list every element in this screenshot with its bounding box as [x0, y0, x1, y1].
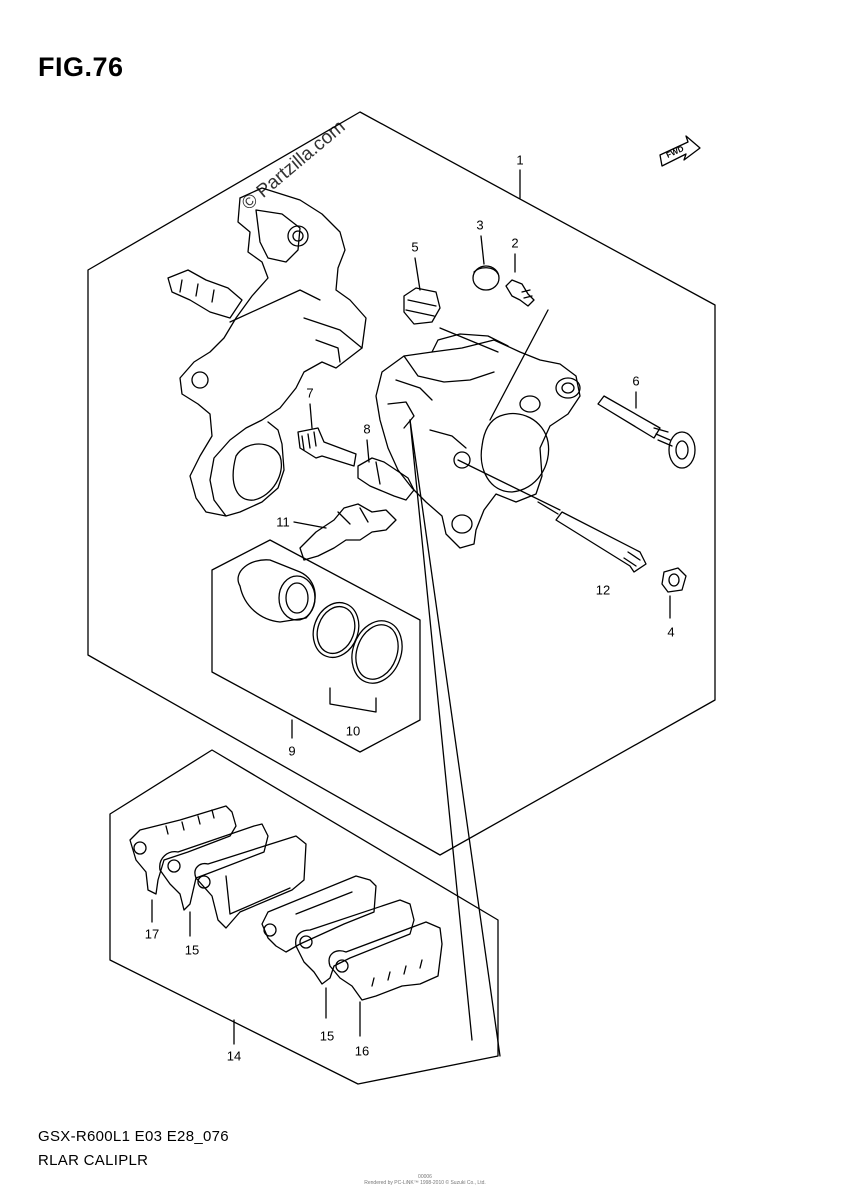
callout-14[interactable]: 14	[226, 1048, 242, 1064]
part-7-bolt	[298, 428, 356, 466]
callout-2[interactable]: 2	[511, 235, 519, 251]
callout-15-left[interactable]: 15	[184, 942, 200, 958]
callout-12[interactable]: 12	[595, 582, 611, 598]
model-code: GSX-R600L1 E03 E28_076	[38, 1128, 229, 1145]
callout-17[interactable]: 17	[144, 926, 160, 942]
footer-line-1: 00006	[418, 1174, 432, 1180]
callout-1[interactable]: 1	[516, 152, 524, 168]
part-3-cap	[473, 266, 499, 290]
figure-title: FIG.76	[38, 52, 124, 82]
footer-line-2: Rendered by PC-LiNK™ 1998-2010 © Suzuki …	[364, 1180, 486, 1186]
callout-4[interactable]: 4	[667, 624, 675, 640]
footer-credit: 00006 Rendered by PC-LiNK™ 1998-2010 © S…	[340, 1174, 510, 1186]
part-4-nut	[662, 568, 686, 618]
callout-5[interactable]: 5	[411, 239, 419, 255]
caliper-bracket	[168, 188, 366, 516]
caliper-body	[376, 334, 580, 548]
leader-7	[310, 404, 312, 428]
callout-16[interactable]: 16	[354, 1043, 370, 1059]
piston-seal-group	[212, 540, 420, 752]
part-2-bleeder-valve	[506, 280, 534, 306]
assembly-outline	[88, 112, 715, 855]
callout-7[interactable]: 7	[306, 385, 314, 401]
callout-11[interactable]: 11	[276, 514, 290, 530]
part-11-spring	[294, 504, 396, 560]
leader-pads	[410, 420, 500, 1056]
part-12-pin	[538, 502, 646, 572]
leader-8	[367, 440, 369, 462]
callout-10[interactable]: 10	[345, 723, 361, 739]
callout-9[interactable]: 9	[288, 743, 296, 759]
part-8-pin	[358, 458, 414, 500]
callout-6[interactable]: 6	[632, 373, 640, 389]
callout-8[interactable]: 8	[363, 421, 371, 437]
diagram-subtitle: RLAR CALIPLR	[38, 1152, 149, 1169]
part-6-pin	[598, 396, 695, 468]
pad-group-outline	[110, 750, 498, 1084]
part-5-boot	[404, 288, 440, 324]
leader-3	[481, 236, 484, 264]
fwd-arrow-icon	[660, 136, 700, 166]
callout-15-right[interactable]: 15	[319, 1028, 335, 1044]
brake-pad-group	[110, 750, 498, 1084]
leader-5	[415, 258, 420, 290]
callout-3[interactable]: 3	[476, 217, 484, 233]
piston-group-outline	[212, 540, 420, 752]
